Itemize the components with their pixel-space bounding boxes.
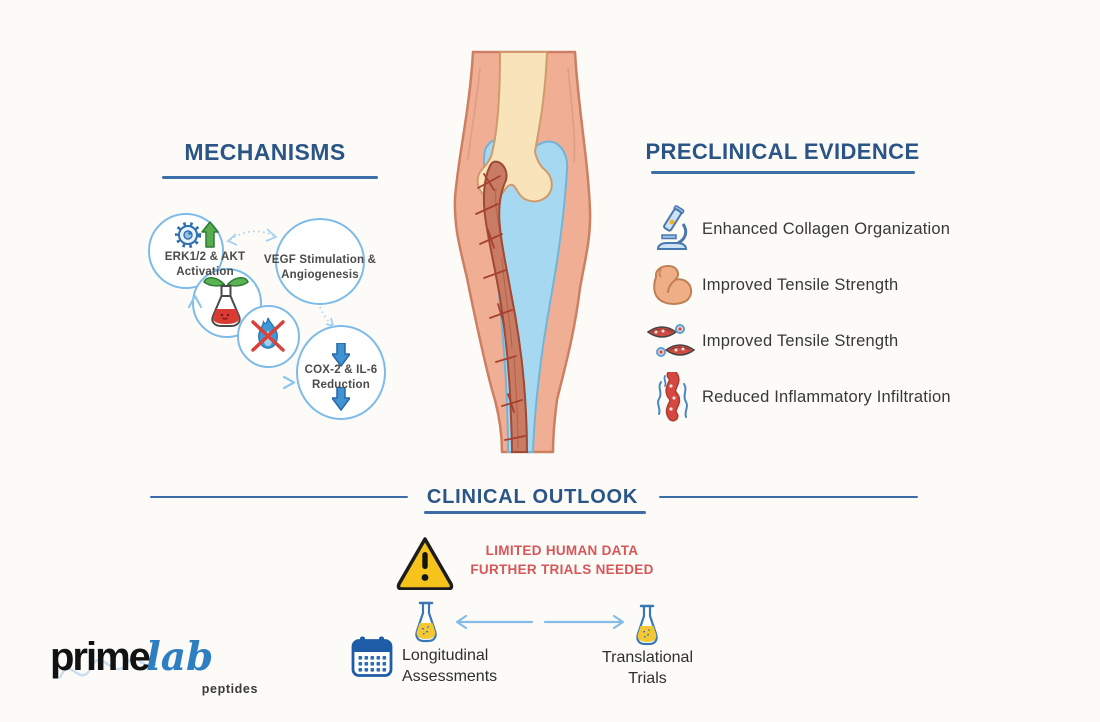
inflammation-icon — [657, 372, 688, 422]
blue-down-arrow-icon — [332, 387, 350, 411]
translational-trials-label: Translational Trials — [601, 649, 693, 687]
suture-marks — [475, 173, 526, 441]
node-vegf-label: VEGF Stimulation & Angiogenesis — [263, 254, 377, 281]
mechanisms-underline — [162, 176, 378, 179]
evidence-label: Reduced Inflammatory Infiltration — [702, 387, 951, 406]
primelab-logo: primelab peptides — [50, 626, 257, 716]
warning-line-2: FURTHER TRIALS NEEDED — [470, 562, 654, 577]
evidence-item: Reduced Inflammatory Infiltration — [642, 372, 951, 422]
clinical-title: CLINICAL OUTLOOK — [426, 486, 639, 508]
evidence-item: Improved Tensile Strength — [642, 261, 898, 309]
bicep-icon — [653, 265, 693, 305]
longitudinal-assessments-label: Longitudinal Assessments — [402, 647, 498, 685]
blue-down-arrow-icon — [332, 343, 350, 367]
flask-icon — [415, 601, 437, 643]
flask-icon — [636, 604, 658, 646]
logo-prime-text: prime — [50, 635, 151, 679]
cell-gear-icon — [175, 221, 219, 249]
warning-triangle-icon — [396, 537, 454, 590]
crossed-out-flame-icon — [251, 317, 285, 352]
node-cox-label: COX-2 & IL-6 Reduction — [304, 364, 378, 391]
evidence-item: Enhanced Collagen Organization — [642, 205, 950, 253]
leg-tendon-illustration — [453, 50, 592, 454]
muscle-fibers-icon — [646, 324, 696, 357]
evidence-item: Improved Tensile Strength — [642, 317, 898, 365]
logo-peptides-text: peptides — [201, 682, 258, 696]
preclinical-title: PRECLINICAL EVIDENCE — [645, 139, 920, 164]
calendar-icon — [351, 636, 393, 677]
microscope-icon — [656, 205, 688, 250]
warning-text: LIMITED HUMAN DATA FURTHER TRIALS NEEDED — [452, 541, 672, 579]
evidence-label: Enhanced Collagen Organization — [702, 219, 951, 238]
warning-line-1: LIMITED HUMAN DATA — [485, 543, 639, 558]
clinical-left-line — [150, 496, 408, 498]
evidence-label: Improved Tensile Strength — [702, 331, 899, 350]
clinical-underline — [424, 511, 646, 514]
logo-lab-text: lab — [145, 634, 214, 680]
mechanisms-diagram: ERK1/2 & AKT Activation VEGF Stimulation… — [140, 195, 402, 437]
green-up-arrow-icon — [201, 221, 219, 248]
clinical-right-line — [659, 496, 918, 498]
node-cox-circle — [296, 325, 386, 420]
preclinical-underline — [651, 171, 915, 174]
node-vegf-circle — [275, 218, 365, 305]
bidirectional-arrows — [455, 614, 625, 630]
node-erk-label: ERK1/2 & AKT Activation — [164, 251, 246, 278]
mechanisms-title: MECHANISMS — [184, 139, 346, 165]
plant-flask-icon — [203, 277, 249, 327]
evidence-label: Improved Tensile Strength — [702, 275, 899, 294]
logo-squiggle-decoration — [58, 657, 157, 679]
